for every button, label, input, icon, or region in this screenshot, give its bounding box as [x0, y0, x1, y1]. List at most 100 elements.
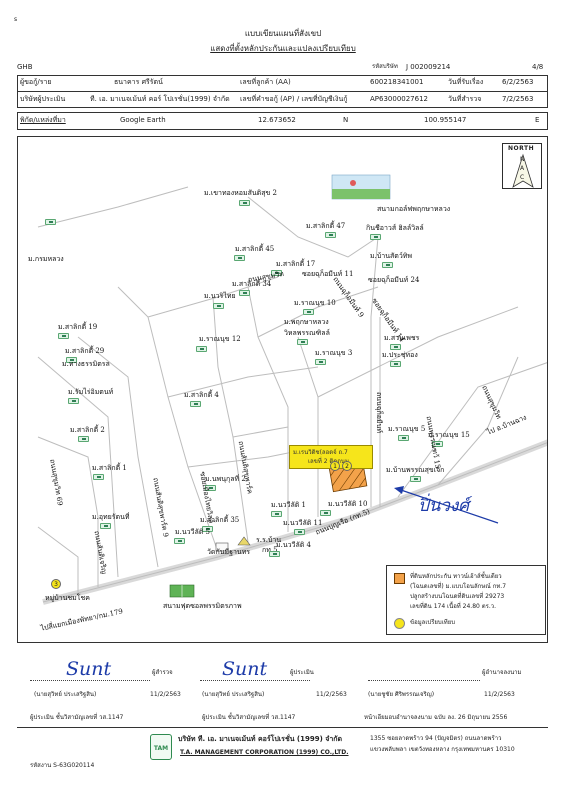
village-label: ม.ราณนุข 12 [199, 335, 241, 343]
village-label: ม.สาลิกตี้ 47 [306, 222, 346, 230]
village-label: ม.สาลิกตี้ 2 [70, 426, 105, 434]
village-icon [66, 357, 77, 363]
place-label: หมู่บ้านชมโชค [45, 594, 90, 602]
form-code: รหัสงาน S-63G020114 [30, 762, 95, 769]
village-icon [271, 511, 282, 517]
longitude-dir: E [535, 116, 540, 124]
place-label: สนามฟุตซอลพรรมิตรภาพ [163, 602, 242, 610]
signature-scrawl: Sunt [66, 658, 112, 680]
village-label: ม.นววีลัติ 10 [328, 500, 368, 508]
legend-comparison-label: ข้อมูลเปรียบเทียบ [410, 619, 456, 626]
logo-letters: TAM [153, 745, 169, 752]
legend-subject-line2: (โฉนดเลขที่) ม.แบบโอนลักษณ์ กท.7 [410, 583, 507, 590]
village-icon [320, 510, 331, 516]
signature-role: ผู้ประเมิน [290, 669, 314, 676]
village-label: ม.นววีลัติ 11 [283, 519, 323, 527]
village-icon [410, 476, 421, 482]
village-label: กินชีอาวส์ ฮิลล์วิลล์ [366, 224, 424, 232]
comparison-marker: 3 [51, 579, 61, 589]
legend-subject-title: ที่ดินหลักประกัน ทาวน์เฮ้าส์ชั้นเดียว [410, 573, 502, 580]
village-label: ม.ราณนุข 15 [428, 431, 470, 439]
village-label: ม.รัมไร่อิมตนท์ [68, 388, 114, 396]
village-label: ม.สาลิกตี้ 1 [92, 464, 127, 472]
village-label: ม.ราณนุข 3 [315, 349, 353, 357]
village-icon [213, 303, 224, 309]
signature-date: 11/2/2563 [150, 691, 181, 698]
legend-subject-line4: เลขที่ดิน 174 เนื้อที่ 24.80 ตร.ว. [410, 603, 497, 610]
village-icon [78, 436, 89, 442]
place-label: วัดกันมีฐานทร [207, 548, 251, 556]
north-label: NORTH [508, 145, 535, 152]
info-label-borrower: ผู้ขอกู้/ราย [20, 78, 52, 86]
info-label-survey: วันที่สำรวจ [448, 95, 482, 103]
village-icon [190, 401, 201, 407]
road-network [37, 174, 547, 605]
village-icon [271, 270, 282, 276]
location-label: พิกัด/แหล่งที่มา [20, 116, 66, 124]
north-arrow-shape [512, 153, 534, 188]
village-icon [45, 219, 56, 225]
subject-label-line1: ม.เรนวิดิช(ลอดจ์ ถ.7 [293, 449, 348, 456]
village-label: ม.เขาทองหอมสันติสุข 2 [204, 189, 277, 197]
latitude-dir: N [343, 116, 349, 124]
footer-divider [17, 727, 548, 728]
village-icon [239, 200, 250, 206]
village-icon [205, 485, 216, 491]
signature-role: ผู้สำรวจ [152, 669, 173, 676]
signature-arrow [397, 488, 499, 524]
village-label: ม.ราณนุข 10 [294, 299, 336, 307]
school-icon [215, 542, 229, 552]
company-logo: TAM [150, 734, 172, 760]
village-label: ม.นววีลัติ 1 [271, 501, 306, 509]
info-value-survey: 7/2/2563 [502, 95, 534, 103]
village-label: ม.พฤกษาหลวง [284, 318, 329, 326]
longitude-value: 100.955147 [424, 116, 467, 124]
village-icon [202, 526, 213, 532]
signature-name: (นายสุวิทย์ ประเสริฐสิน) [202, 691, 265, 698]
village-label: ม.สาลิกตี้ 19 [58, 323, 98, 331]
village-icon [382, 262, 393, 268]
village-icon [325, 232, 336, 238]
latitude-value: 12.673652 [258, 116, 296, 124]
info-label-customer-no: เลขที่ลูกค้า (AA) [240, 78, 291, 86]
village-label: ม.ทางธรรมิตรล [62, 360, 110, 368]
legend-subject-line3: ปลูกสร้างบนโฉนดที่ดินเลขที่ 29273 [410, 593, 505, 600]
comparison-marker: 1 [330, 461, 340, 471]
village-icon [303, 309, 314, 315]
page-subtitle: แสดงที่ตั้งหลักประกันและแปลงเปรียบเทียบ [210, 44, 356, 53]
village-icon [68, 398, 79, 404]
village-label: ม.อุทยรัตนที่ [92, 513, 130, 521]
golf-course-label: สนามกอล์ฟพฤกษาหลวง [377, 205, 451, 213]
ref-value: J 002009214 [406, 63, 451, 71]
village-icon [432, 441, 443, 447]
road-label: ซอยฉุก็อมีนท์ 11 [302, 270, 354, 278]
village-label: ม.สาลิกตี้ 4 [184, 391, 219, 399]
signature-scrawl: Sunt [222, 658, 268, 680]
village-label: ม.นววีลัติ 4 [276, 541, 311, 549]
village-icon [390, 344, 401, 350]
village-label: ม.สาลิกตี้ 34 [232, 280, 272, 288]
village-icon [269, 551, 280, 557]
village-label: ม.บ้านสัตว์ทิพ [370, 252, 412, 260]
marker-number: 3 [54, 581, 58, 588]
village-icon [370, 234, 381, 240]
info-value-appraiser: ที. เอ. มาเนจเม้นท์ คอร์ โปเรชั่น(1999) … [90, 95, 230, 103]
company-name-th: บริษัท ที. เอ. มาเนจเม้นท์ คอร์โปเรชั่น … [178, 735, 343, 743]
legend-box: ที่ดินหลักประกัน ทาวน์เฮ้าส์ชั้นเดียว (โ… [386, 565, 546, 635]
village-label: ม.ประชุ่ทอง [382, 351, 418, 359]
village-icon [297, 339, 308, 345]
village-label: ม.สาลิกตี้ 45 [235, 245, 275, 253]
signature-name: (นายสุวิทย์ ประเสริฐสิน) [34, 691, 97, 698]
village-icon [398, 435, 409, 441]
info-value-borrower: ธนาคาร ศรีรัตน์ [114, 78, 163, 86]
village-icon [234, 255, 245, 261]
marker-number: 1 [333, 463, 337, 470]
village-label: ม.กรมหลวง [28, 255, 64, 263]
village-icon [174, 538, 185, 544]
road-label: ซอยฉุก็อมีนท์ 24 [368, 276, 420, 284]
village-label: ม.สาลิกตี้ 29 [65, 347, 105, 355]
legend-subject-swatch [394, 573, 405, 584]
village-label: ม.บ้านพรรณสุขเจิก [386, 466, 445, 474]
map-signature: ปิ่นวงศ์ [418, 496, 470, 516]
info-label-account: เลขที่คำขอกู้ (AP) / เลขที่บัญชีเงินกู้ [240, 95, 348, 103]
